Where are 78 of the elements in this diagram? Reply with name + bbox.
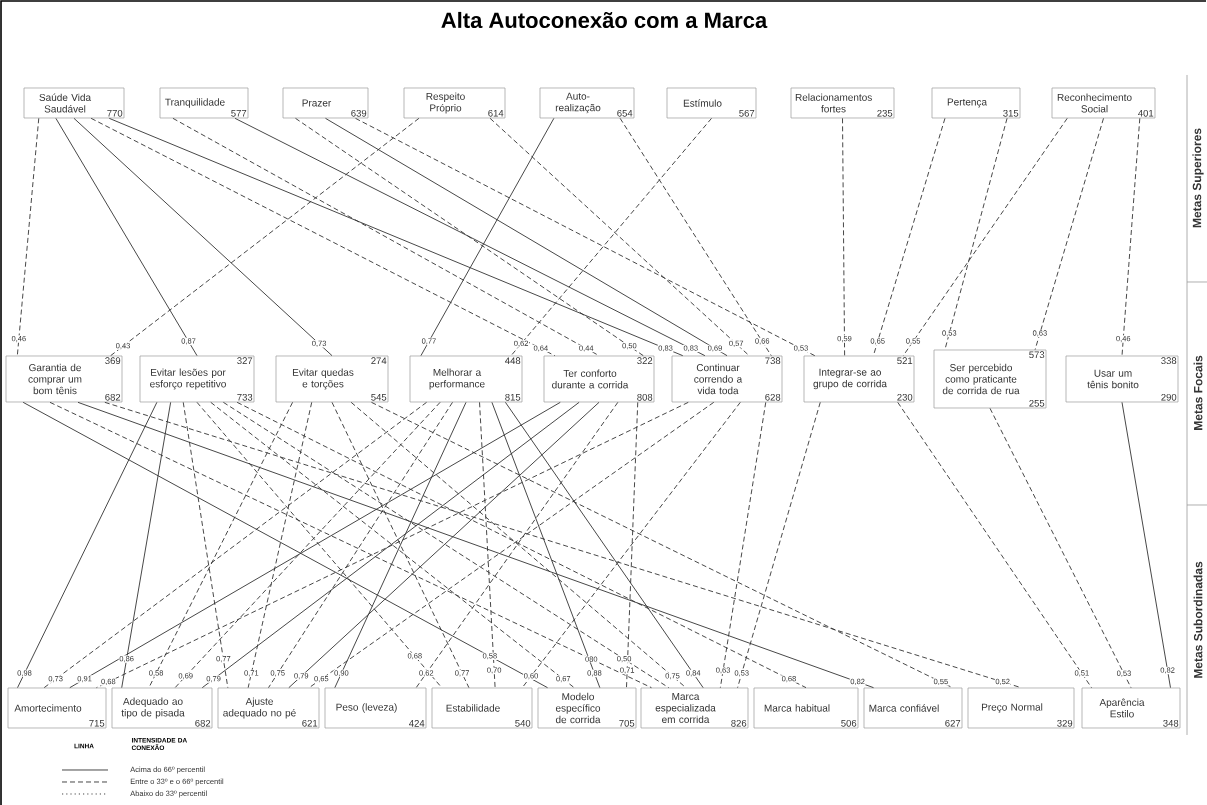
connector-line [247,401,313,689]
connector-line [415,401,619,689]
value-box: Adequado ao tipo de pisada 682 [111,687,213,729]
value-box: Melhorar a performance 448 815 [409,355,523,403]
connector-line [108,117,684,357]
connector-line [55,117,198,357]
section-label: Metas Subordinadas [1193,561,1203,678]
connector-line [479,401,496,689]
connector-line [73,117,333,357]
connector-line [236,401,807,689]
connector-line [897,401,1092,689]
connector-line [104,401,1022,689]
connector-line [222,401,670,689]
connector-line [350,401,687,689]
connector-line [489,117,750,357]
value-box: Amortecimento 715 [7,687,107,729]
connector-line [288,401,600,689]
value-box: Marca confiável 627 [863,687,963,729]
value-box: Estabilidade 540 [431,687,533,729]
connector-line [371,401,953,689]
value-box: Garantia de comprar um bom tênis 369 682 [5,355,123,403]
connector-line [172,117,600,357]
connector-line [521,401,741,689]
value-box: Modelo específico de corrida 705 [537,687,637,729]
connector-line [1034,117,1104,351]
value-box: Prazer 639 [282,87,369,119]
connector-line [420,117,555,357]
connector-line [944,117,1008,351]
value-box: Pertença 315 [931,87,1021,119]
value-box: Respeito Próprio 614 [403,87,506,119]
connector-line [619,117,772,357]
value-box: Continuar correndo a vida toda 738 628 [671,355,783,403]
value-box: Aparência Estilo 348 [1081,687,1181,729]
value-box: Marca especializada em corrida 826 [640,687,749,729]
connector-line [90,117,556,357]
connector-line [268,401,453,689]
value-box: Peso (leveza) 424 [324,687,427,729]
value-box: Integrar-se ao grupo de corrida 521 230 [803,355,915,403]
value-box: Ajuste adequado no pé 621 [217,687,320,729]
connector-line [17,401,158,689]
value-box: Relacionamentos fortes 235 [790,87,895,119]
connector-line [1121,117,1141,357]
connector-line [182,401,229,689]
value-box: Preço Normal 329 [967,687,1075,729]
connector-line [121,401,172,689]
value-box: Marca habitual 506 [753,687,859,729]
connector-line [308,401,715,689]
connector-line [148,401,293,689]
connector-line [505,401,704,689]
value-box: Tranquilidade 577 [159,87,249,119]
connector-line [77,401,874,689]
connector-line [234,117,706,357]
value-box: Evitar quedas e torções 274 545 [275,355,389,403]
connector-line [491,401,601,689]
connector-line [1121,401,1171,689]
connector-line [43,401,427,689]
section-label: Metas Superiores [1192,128,1204,228]
connector-line [110,117,420,357]
connector-line [325,117,728,357]
section-label: Metas Focais [1193,355,1203,430]
connector-line [902,117,1068,357]
connector-line [737,401,821,689]
value-box: Evitar lesões por esforço repetitivo 327 733 [139,355,255,403]
value-box: Ter conforto durante a corrida 322 808 [543,355,655,403]
value-box: Ser percebido como praticante de corrida de rua 573 255 [933,349,1047,409]
value-box: Usar um tênis bonito 338 290 [1065,355,1179,403]
value-box: Reconhecimento Social 401 [1051,87,1156,119]
connector-line [355,117,816,357]
connector-line [510,117,712,357]
value-box: Auto-realização 654 [539,87,635,119]
connector-line [842,117,846,357]
connector-line [989,407,1132,689]
connector-line [719,401,767,689]
value-box: Estímulo 567 [666,87,757,119]
connector-line [295,117,644,357]
connector-line [626,401,639,689]
title: Alta Autoconexão com a Marca [441,11,768,29]
value-box: Saúde Vida Saudável 770 [23,87,125,119]
